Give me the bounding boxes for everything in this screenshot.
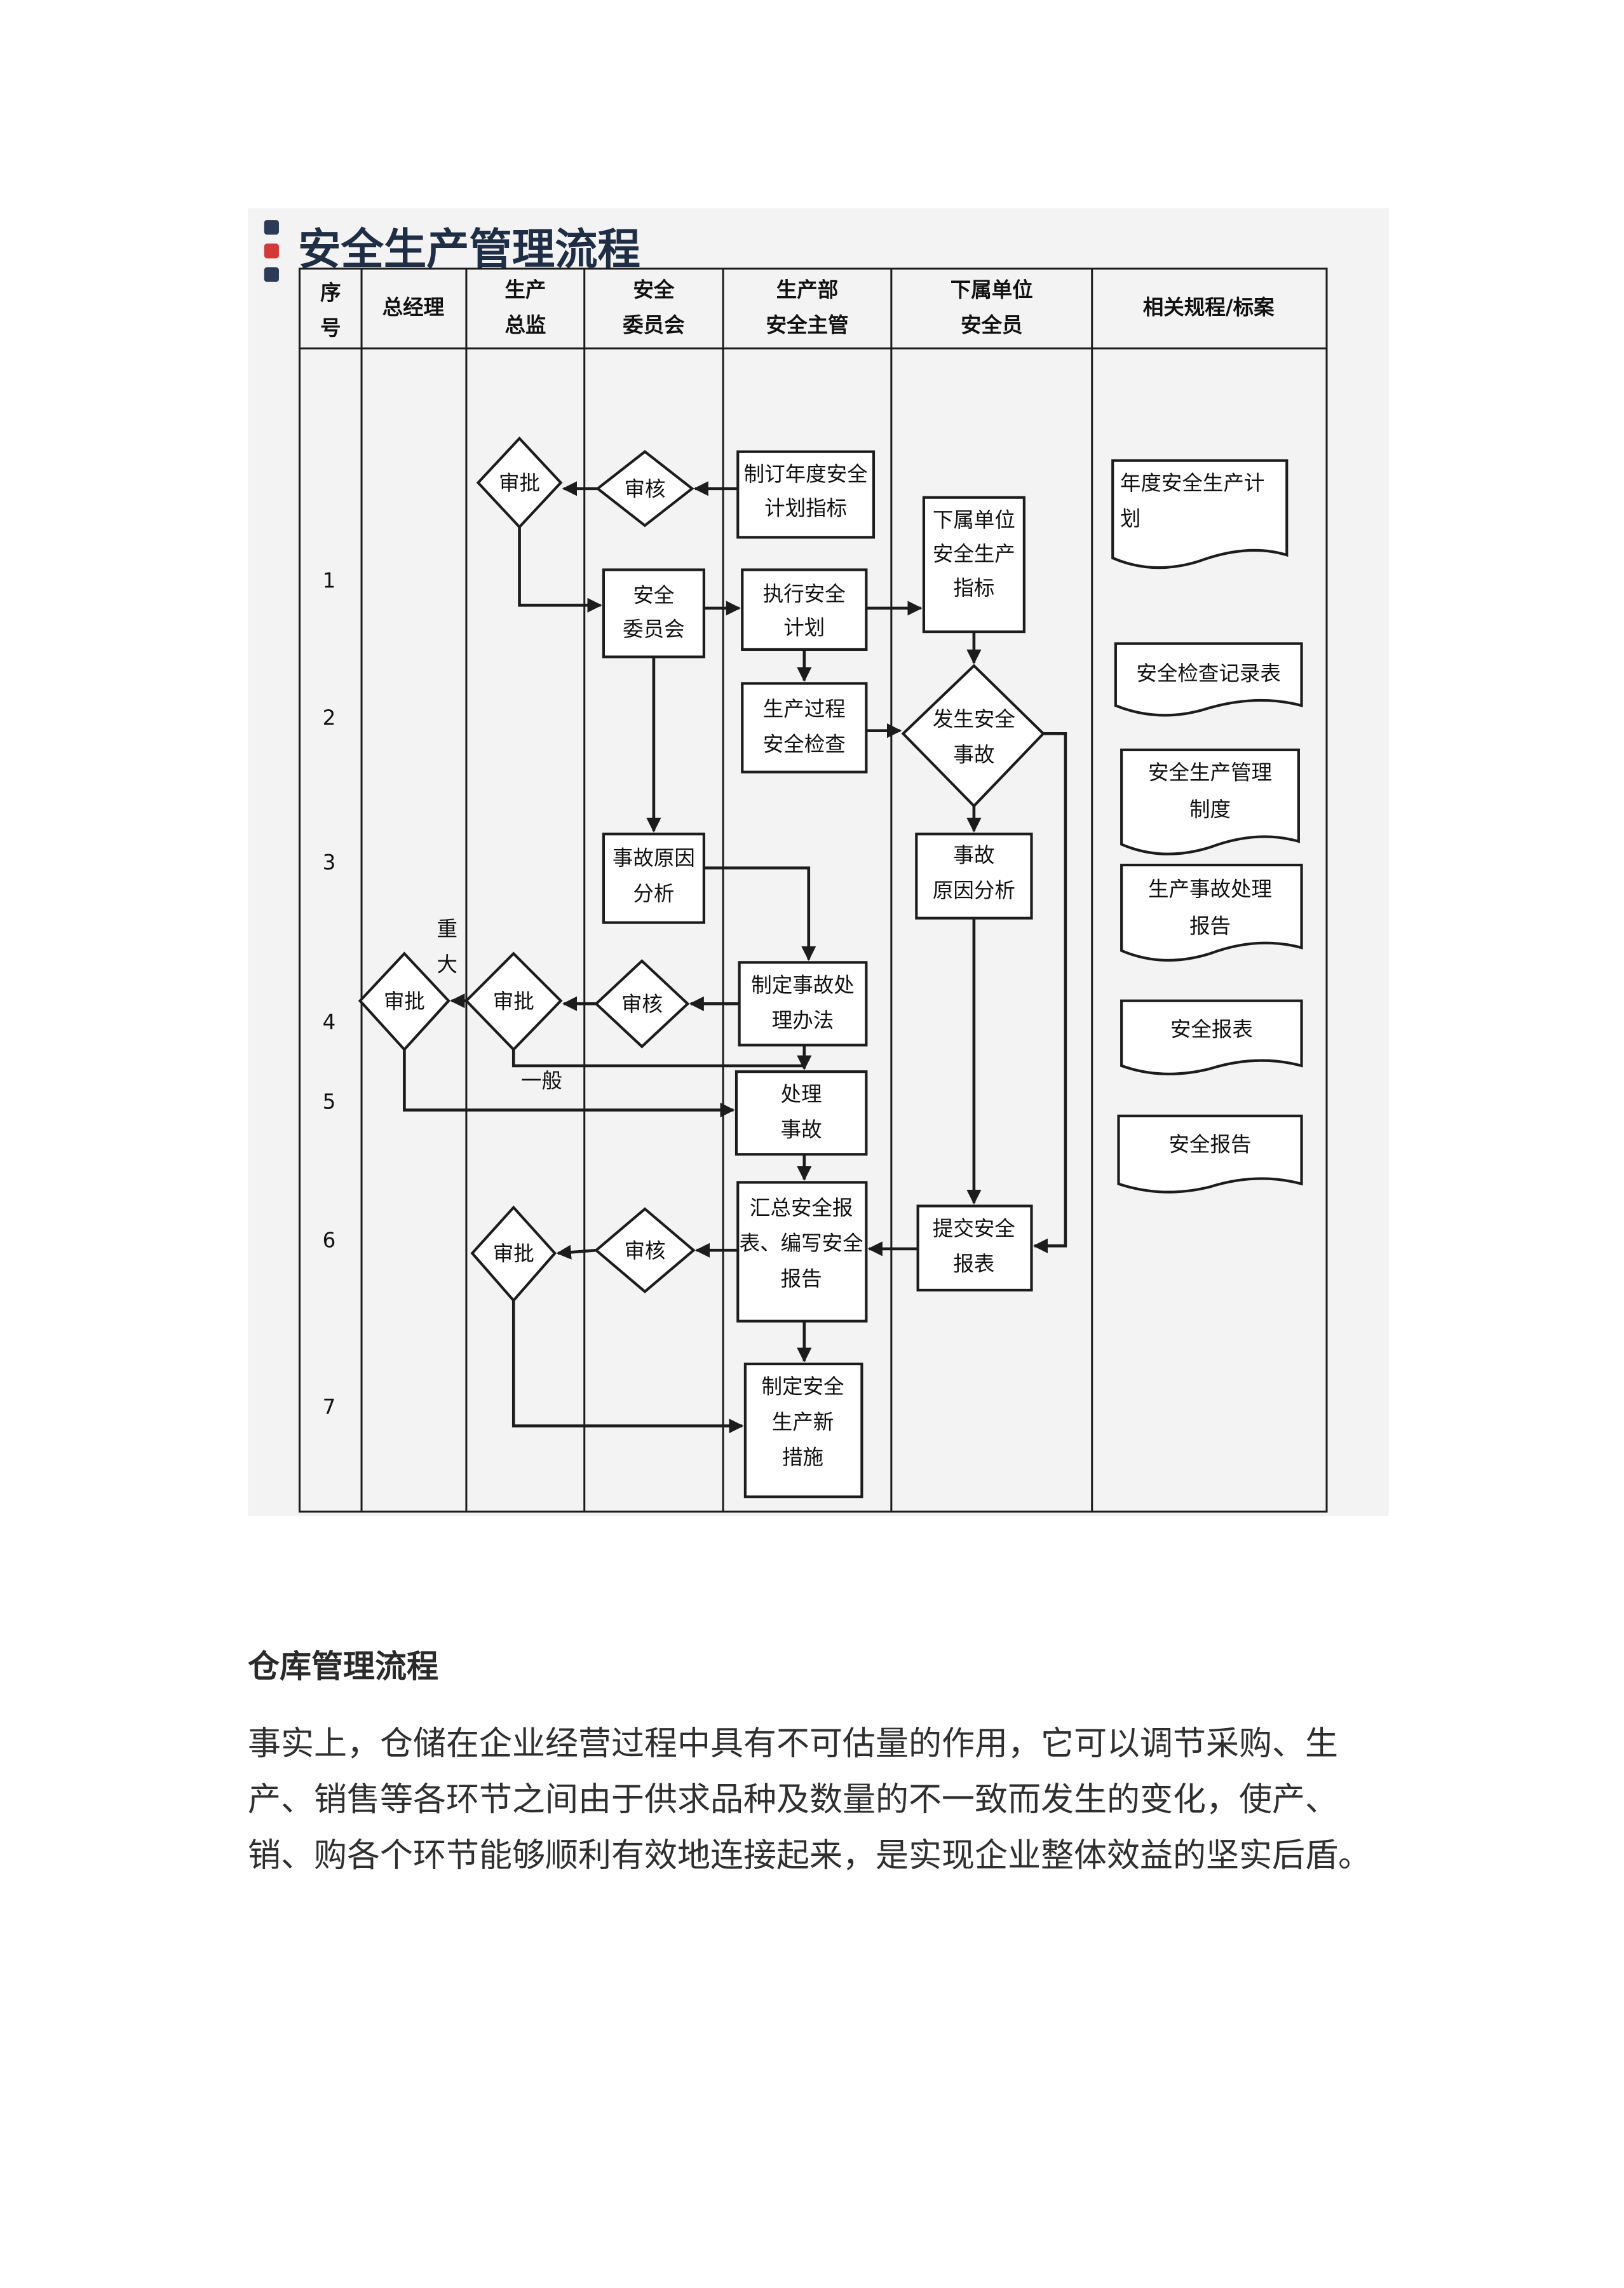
title-bullet-bottom [264,267,279,282]
row-number: 3 [323,850,336,875]
document-management-system [1120,748,1300,855]
review-diamond-4 [594,959,690,1049]
row-number: 2 [323,705,336,730]
plan-targets-label: 制订年度安全计划指标 [744,462,868,520]
column-header-unit-officer: 下属单位安全员 [951,278,1033,337]
paragraph-line: 销、购各个环节能够顺利有效地连接起来，是实现企业整体效益的坚实后盾。 [248,1837,1372,1875]
row-number: 1 [323,568,336,592]
section-title: 仓库管理流程 [248,1648,438,1685]
document-label-safety-report: 安全报告 [1169,1133,1252,1157]
committee-box [602,568,705,658]
accident-occurs-label: 发生安全事故 [933,707,1015,767]
column-header-committee: 安全委员会 [623,278,685,337]
compile-report-label: 汇总安全报表、编写安全报告 [740,1195,863,1290]
document-label-accident-report: 生产事故处理报告 [1148,877,1272,938]
branch-label-major: 重大 [436,917,457,977]
table-frame [298,268,1328,1513]
document-accident-report [1120,863,1303,962]
document-label-annual-plan: 年度安全生产计划 [1120,471,1265,531]
new-measures-label: 制定安全生产新措施 [761,1375,844,1469]
title-bullet-top [264,220,279,235]
compile-report-box [736,1181,868,1323]
arrow-cause-to-handling [703,866,816,961]
review-diamond-1 [595,450,694,528]
execute-plan-label: 执行安全计划 [763,582,846,639]
title-bullet-mid [264,243,279,259]
cause-analysis-unit-box [915,833,1033,920]
sub-unit-targets-label: 下属单位安全生产指标 [933,508,1015,600]
body-paragraph: 事实上，仓储在企业经营过程中具有不可估量的作用，它可以调节采购、生 产、销售等各… [248,1716,1417,1884]
submit-report-box [916,1204,1033,1292]
column-header-gm: 总经理 [382,296,445,320]
process-check-box [741,682,868,773]
document-label-safety-statement: 安全报表 [1170,1017,1253,1041]
cause-analysis-unit-label: 事故原因分析 [933,843,1015,902]
arrow-review-to-approve-6 [556,1244,597,1260]
sub-unit-targets-box [922,496,1025,634]
handling-method-label: 制定事故处理办法 [751,973,855,1033]
connector-general-branch [511,1049,804,1068]
handling-method-box [738,961,868,1047]
row-number: 4 [323,1010,336,1034]
handle-accident-label: 处理事故 [781,1082,822,1142]
row-number: 5 [323,1089,336,1113]
branch-label-general: 一般 [521,1069,562,1093]
new-measures-box [743,1362,863,1499]
row-number: 7 [323,1395,336,1419]
column-header-director: 生产总监 [504,278,546,337]
process-check-label: 生产过程安全检查 [763,697,846,756]
approve-label-director: 审批 [493,989,534,1013]
cause-analysis-committee-label: 事故原因分析 [612,846,695,906]
paragraph-line: 事实上，仓储在企业经营过程中具有不可估量的作用，它可以调节采购、生 [248,1725,1339,1763]
paragraph-line: 产、销售等各环节之间由于供求品种及数量的不一致而发生的变化，使产、 [248,1781,1339,1819]
document-safety-report [1117,1114,1303,1194]
committee-label: 安全委员会 [623,583,685,641]
arrow-approve-to-committee [518,527,602,613]
document-label-management-system: 安全生产管理制度 [1148,760,1272,821]
review-label-6: 审核 [624,1239,665,1263]
arrow-gm-to-handle [403,1049,735,1118]
document-safety-statement [1120,999,1303,1075]
cause-analysis-committee-box [602,833,705,924]
document-inspection-record [1114,642,1303,717]
arrow-accident-to-submit [1032,732,1067,1253]
flowchart-title: 安全生产管理流程 [298,224,640,275]
row-number: 6 [323,1229,336,1253]
approve-label-1: 审批 [499,471,540,495]
column-header-seq: 序号 [320,280,341,340]
approve-label-gm: 审批 [384,989,425,1013]
safety-flowchart-figure: 安全生产管理流程 序号 总经理 生产总监 安全委员会 生产部安全主管 下属单位安… [248,208,1389,1516]
review-label-4: 审核 [621,992,663,1016]
handle-accident-box [734,1070,868,1156]
approve-label-6: 审批 [493,1241,534,1265]
document-label-inspection-record: 安全检查记录表 [1136,662,1281,686]
arrow-approve-to-measures [511,1300,744,1434]
review-diamond-6 [594,1207,696,1293]
column-header-supervisor: 生产部安全主管 [766,278,848,337]
plan-targets-box [736,450,876,539]
document-annual-plan [1111,459,1289,569]
column-header-regulations: 相关规程/标案 [1143,296,1275,320]
submit-report-label: 提交安全报表 [933,1216,1015,1276]
review-label-1: 审核 [624,477,665,501]
